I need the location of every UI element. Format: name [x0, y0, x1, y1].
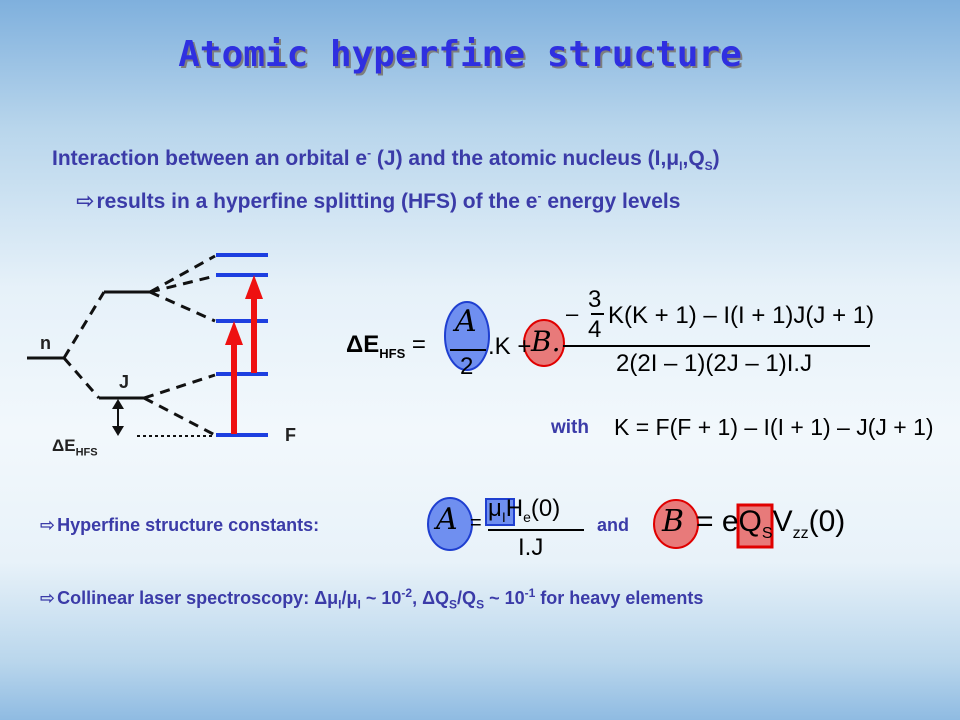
- hfs-double-arrow: [112, 399, 124, 436]
- const-denominator: I.J: [518, 534, 544, 561]
- formula-two: 2: [460, 353, 474, 380]
- dash-j1-f1: [149, 254, 216, 294]
- q-highlight-box: [736, 503, 774, 549]
- label-f: F: [285, 425, 296, 445]
- k-definition: K = F(F + 1) – I(I + 1) – J(J + 1): [614, 414, 934, 440]
- const-b-rhs: = eQSVzz(0): [696, 505, 846, 542]
- mu-highlight-box: [485, 498, 515, 526]
- hollow-arrow-icon: ⇨: [40, 515, 56, 535]
- const-b: B: [662, 504, 685, 539]
- dash-j2-f5: [143, 396, 216, 437]
- transition-arrow-2: [245, 275, 263, 373]
- dash-n-down: [62, 357, 101, 399]
- formula-four: 4: [588, 316, 602, 343]
- hfs-result-line: ⇨results in a hyperfine splitting (HFS) …: [76, 188, 681, 213]
- with-label: with: [551, 417, 589, 438]
- const-equals: =: [470, 512, 482, 534]
- const-a: A: [436, 502, 458, 537]
- formula-a: A: [455, 304, 477, 339]
- transition-arrow-1: [225, 321, 243, 434]
- formula-numerator: K(K + 1) – I(I + 1)J(J + 1): [608, 302, 875, 329]
- dash-j1-f2: [149, 274, 216, 294]
- hollow-arrow-icon: ⇨: [40, 588, 56, 608]
- b-highlight-circle: [523, 319, 565, 367]
- formula-lhs: ΔEHFS =: [346, 331, 426, 361]
- label-j: J: [119, 372, 130, 392]
- b-const-circle: [653, 499, 699, 549]
- label-delta-e-hfs: ΔEHFS: [52, 436, 98, 459]
- a-const-circle: [427, 497, 473, 551]
- intro-line: Interaction between an orbital e- (J) an…: [52, 146, 720, 174]
- formula-minus: –: [566, 301, 579, 326]
- label-n: n: [40, 333, 51, 353]
- dash-j2-f4: [143, 373, 216, 400]
- a-highlight-circle: [444, 301, 490, 371]
- dash-j1-f3: [149, 290, 216, 323]
- collinear-line: ⇨Collinear laser spectroscopy: ΔμI/μI ~ …: [40, 586, 704, 612]
- const-numerator: μIHe(0): [488, 495, 561, 525]
- dash-n-up: [62, 291, 106, 359]
- formula-b: B.: [531, 325, 561, 358]
- hollow-arrow-icon: ⇨: [76, 188, 95, 213]
- page-title: Atomic hyperfine structure: [178, 34, 742, 75]
- formula-denominator: 2(2I – 1)(2J – 1)I.J: [616, 350, 813, 377]
- and-label: and: [597, 515, 630, 535]
- constants-line: ⇨Hyperfine structure constants:: [40, 515, 320, 535]
- formula-k: .K +: [488, 333, 532, 360]
- formula-three: 3: [588, 286, 602, 313]
